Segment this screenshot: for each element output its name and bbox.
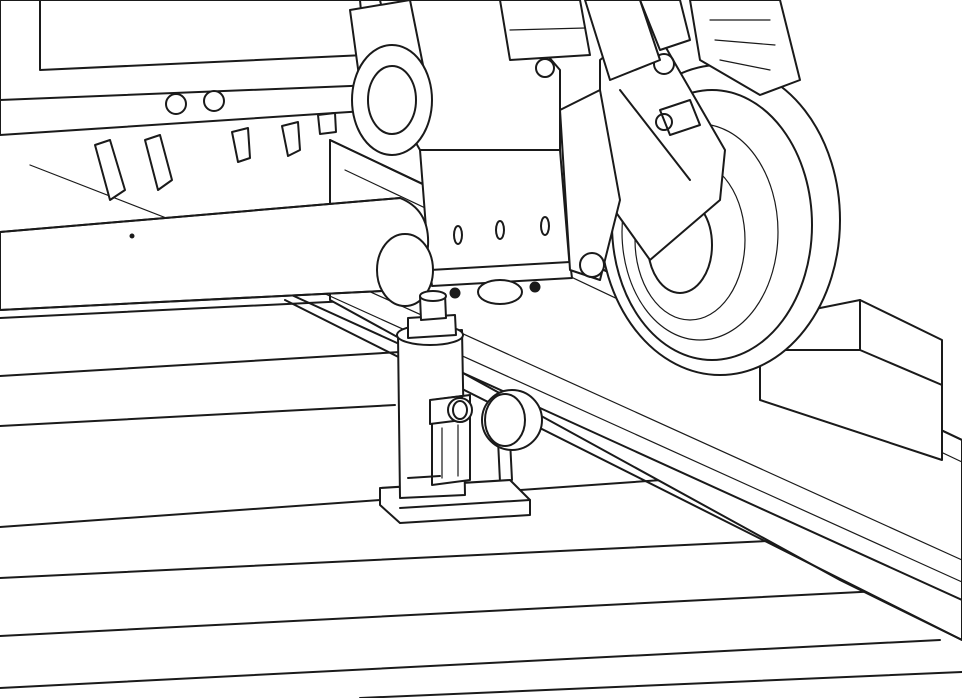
plank-seam <box>0 589 901 637</box>
plank-seam <box>0 537 831 579</box>
plank-seam <box>359 671 962 698</box>
plank-seam <box>0 477 691 528</box>
sand-nozzle <box>231 127 251 163</box>
brake-rigging <box>599 0 801 261</box>
sand-nozzle <box>144 134 173 191</box>
sand-pipes <box>94 112 337 201</box>
plank-seam <box>0 639 941 689</box>
sand-nozzle <box>94 139 126 201</box>
sand-nozzle <box>317 112 337 135</box>
frame-bolts <box>449 279 541 305</box>
pressure-gauge <box>481 389 543 483</box>
floor-planks <box>0 164 962 698</box>
axle-box <box>379 0 661 287</box>
sand-nozzle <box>281 121 301 157</box>
plank-seam <box>0 404 396 427</box>
cross-tube <box>0 197 434 311</box>
bogie-frame <box>0 0 433 156</box>
hydraulic-jack <box>379 290 531 524</box>
plank-seam <box>0 351 401 377</box>
